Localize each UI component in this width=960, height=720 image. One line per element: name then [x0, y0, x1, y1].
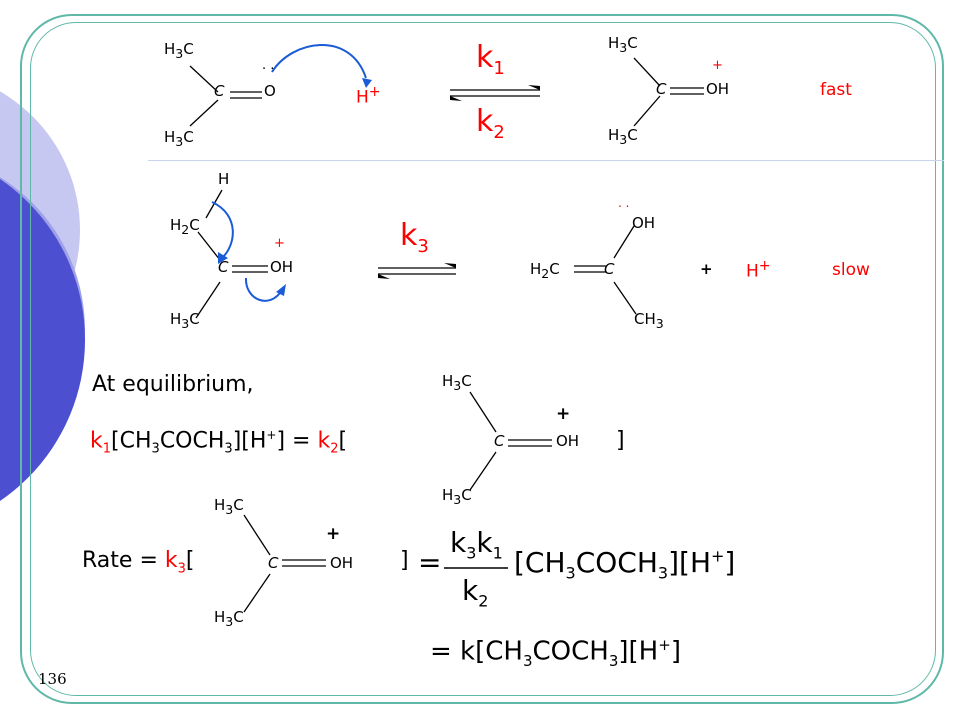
page-number: 136 [38, 670, 67, 688]
step1-product-carbon: C [656, 80, 667, 98]
step2-reactant-ch3: H3C [170, 310, 200, 331]
step2-k3-label: k3 [400, 218, 429, 257]
step2-reactant-ch2: H2C [170, 216, 200, 237]
rate-bracket-close: ] [400, 548, 409, 573]
step1-curved-arrow [271, 44, 367, 79]
equilibrium-struct-ch3-bottom: H3C [442, 486, 472, 507]
step2-product-bonds [574, 225, 637, 315]
rate-equals-sign: = [418, 546, 442, 579]
step1-equilibrium-arrow [450, 89, 540, 97]
step1-k2-label: k2 [476, 104, 505, 143]
rate-fraction-numerator: k3k1 [450, 526, 503, 563]
slide-frame-outer [20, 14, 944, 704]
slide-frame-inner [30, 22, 936, 696]
step1-k1-label: k1 [476, 40, 505, 79]
step2-product-ch2: H2C [530, 260, 560, 281]
step2-reactant-h: H [218, 170, 230, 188]
step1-product-oh: OH [706, 80, 730, 98]
rate-concentration-term: [CH3COCH3][H+] [514, 546, 736, 583]
step1-reactant-bonds [189, 65, 262, 127]
rate-struct-charge: + [326, 524, 341, 544]
rate-struct-ch3-top: H3C [214, 496, 244, 517]
step2-curved-arrow-bottom [244, 277, 283, 302]
equilibrium-struct-charge: + [556, 404, 571, 424]
step2-arrow-head-left [378, 274, 390, 279]
step1-speed-label: fast [820, 80, 852, 100]
step2-speed-label: slow [832, 260, 870, 280]
step2-reactant-charge: + [274, 236, 285, 251]
step1-curved-arrow-head [362, 78, 372, 88]
step2-curved-arrow-top [211, 201, 234, 259]
step2-plus-sign: + [700, 260, 713, 278]
step1-arrow-head-left [450, 96, 462, 101]
equilibrium-heading: At equilibrium, [92, 372, 254, 397]
step1-reactant-ch3-bottom: H3C [164, 128, 194, 149]
step2-curved-arrow-bottom-head [276, 284, 286, 296]
final-rate-law: = k[CH3COCH3][H+] [430, 636, 681, 670]
equilibrium-struct-carbon: C [494, 432, 505, 450]
rate-fraction-denominator: k2 [462, 574, 489, 611]
equilibrium-struct-bonds [469, 391, 552, 491]
step1-product-charge: + [712, 58, 723, 73]
step2-product-lone-pair: . . [618, 196, 630, 210]
step1-reactant-carbon: C [214, 82, 225, 100]
step1-arrow-head-right [528, 85, 540, 90]
rate-struct-oh: OH [330, 554, 354, 572]
step2-reactant-oh: OH [270, 258, 294, 276]
step2-proton: H+ [746, 258, 771, 282]
step1-reactant-oxygen: O [264, 82, 276, 100]
step1-proton: H+ [356, 84, 381, 108]
section-divider [148, 160, 944, 161]
step2-arrow-head-right [444, 263, 456, 268]
step1-product-ch3-bottom: H3C [608, 126, 638, 147]
equilibrium-struct-ch3-top: H3C [442, 372, 472, 393]
step1-reactant-lone-pair: . . [262, 58, 275, 73]
step1-reactant-ch3-top: H3C [164, 40, 194, 61]
equilibrium-bracket-close: ] [616, 428, 625, 453]
step2-product-oh: OH [632, 214, 656, 232]
equilibrium-struct-oh: OH [556, 432, 580, 450]
equilibrium-equation: k1[CH3COCH3][H+] = k2[ [90, 428, 348, 457]
step1-product-bonds [633, 57, 704, 127]
rate-struct-ch3-bottom: H3C [214, 608, 244, 629]
step2-product-ch3: CH3 [634, 310, 664, 331]
rate-struct-bonds [243, 514, 326, 613]
step2-reactant-carbon: C [218, 258, 229, 276]
step2-product-carbon: C [604, 260, 615, 278]
step2-curved-arrow-top-head [218, 252, 228, 264]
rate-expression: Rate = k3[ [82, 548, 195, 577]
rate-struct-carbon: C [268, 554, 279, 572]
step2-equilibrium-arrow [378, 267, 456, 275]
step1-product-ch3-top: H3C [608, 34, 638, 55]
